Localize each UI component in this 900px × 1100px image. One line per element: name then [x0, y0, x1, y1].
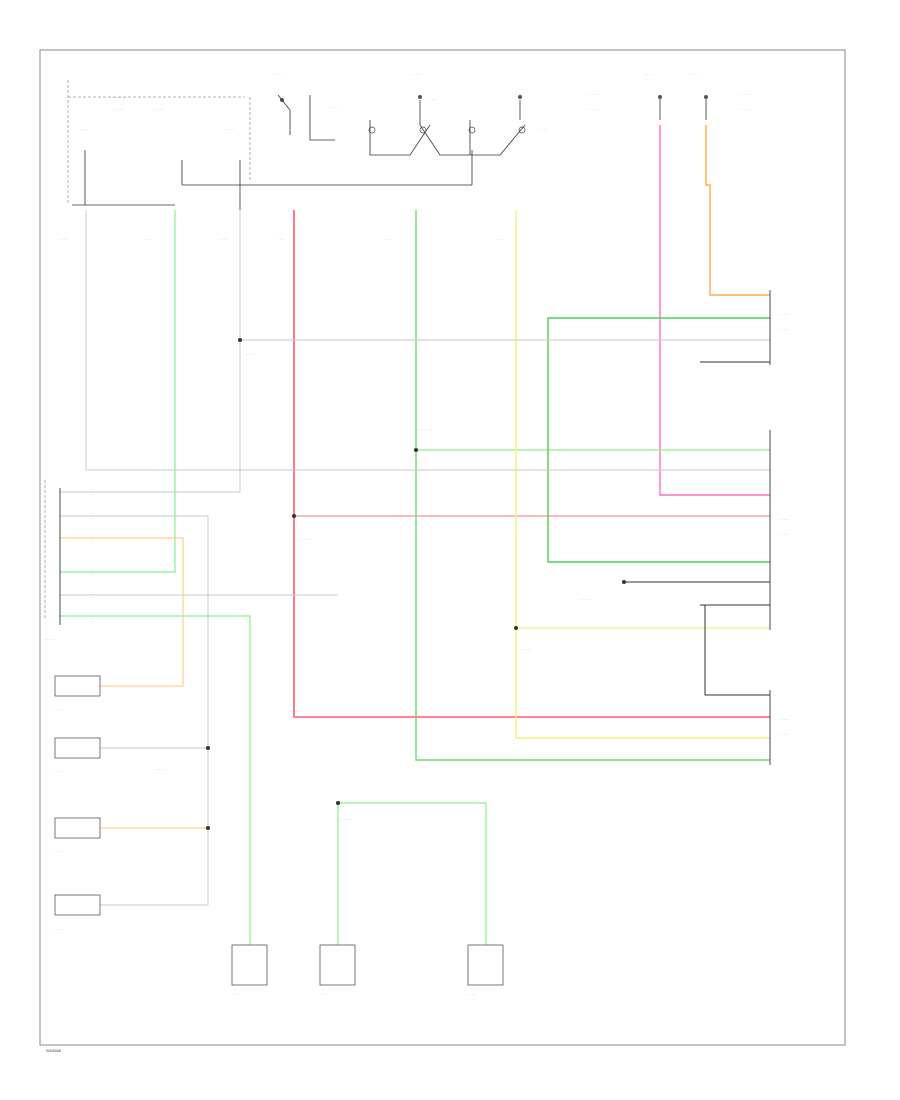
svg-text:. . . . . .: . . . . . .	[740, 107, 751, 111]
wire-lt-orange	[60, 537, 208, 829]
svg-text:. .: . .	[90, 616, 93, 620]
trailer-connectors: . . . . . . . . . . . . . . . . . . . . …	[769, 290, 789, 765]
svg-text:. . . .: . . . .	[690, 72, 697, 76]
svg-text:. . . . . . .: . . . . . . .	[418, 427, 431, 431]
svg-text:. . . . .: . . . . .	[780, 532, 789, 536]
svg-text:. . . .: . . . .	[468, 992, 475, 996]
flasher-relays: . . . . . . . . . . . . . . . . . . . . …	[272, 72, 547, 156]
wire-pink	[659, 125, 770, 496]
svg-text:. . . .: . . . .	[55, 707, 62, 711]
svg-text:. . . . .: . . . . .	[412, 72, 421, 76]
fuse-block: . . . . . . . . . . . . . . . . . . . . …	[588, 72, 751, 120]
svg-text:. . . .: . . . .	[385, 237, 392, 241]
left-lamps: . . . . . . . . . . . . . . . .	[54, 675, 101, 931]
svg-text:. . . . . . . .: . . . . . . . .	[110, 94, 127, 99]
svg-text:. . . . . .: . . . . . .	[580, 597, 591, 601]
svg-text:. . . . .: . . . . .	[272, 72, 281, 76]
wire-green-loop	[547, 317, 770, 563]
svg-text:. . . . .: . . . . .	[45, 637, 54, 641]
svg-text:. .: . .	[90, 538, 93, 542]
wire-gray	[60, 210, 770, 906]
svg-text:. . . . . .: . . . . . .	[520, 647, 531, 651]
wire-green-left	[60, 210, 176, 573]
svg-text:. . . . .: . . . . .	[780, 327, 789, 331]
svg-text:. . .: . . .	[278, 237, 283, 241]
svg-text:. . . .: . . . .	[645, 72, 652, 76]
svg-text:. . . .: . . . .	[430, 97, 437, 101]
wire-green-main	[415, 210, 770, 761]
wire-orange	[705, 125, 770, 296]
svg-text:. . . .: . . . .	[55, 769, 62, 773]
svg-text:. . . .: . . . .	[155, 106, 163, 111]
svg-text:. . . . .: . . . . .	[780, 517, 789, 521]
svg-text:. . . . . .: . . . . . .	[300, 537, 311, 541]
wire-green-bottom	[60, 615, 487, 945]
wire-red	[293, 210, 770, 718]
svg-text:. . . .: . . . .	[330, 105, 337, 109]
svg-text:. . . .: . . . .	[80, 126, 88, 131]
svg-text:. . . .: . . . .	[225, 126, 233, 131]
diagram-border	[39, 49, 846, 1046]
svg-text:. . . .: . . . .	[540, 127, 547, 131]
svg-text:. . . .: . . . .	[60, 237, 67, 241]
svg-text:. . . . . .: . . . . . .	[340, 817, 351, 821]
svg-text:. .: . .	[90, 572, 93, 576]
svg-text:. . . .: . . . .	[232, 992, 239, 996]
svg-text:. . . . .: . . . . .	[245, 352, 254, 356]
svg-text:. . . .: . . . .	[320, 992, 327, 996]
misc-labels: . . . . . . . . . . . . . . . . . . . . …	[155, 352, 591, 821]
svg-text:. . . .: . . . .	[55, 927, 62, 931]
svg-text:. . . .: . . . .	[115, 106, 123, 111]
svg-text:. . .: . . .	[498, 237, 503, 241]
svg-text:. . . . .: . . . . .	[780, 732, 789, 736]
svg-text:. . . . . .: . . . . . .	[155, 767, 166, 771]
svg-text:. . . . . .: . . . . . .	[588, 92, 599, 96]
svg-text:. . . .: . . . .	[145, 237, 152, 241]
diagram-id: W04568	[46, 1048, 62, 1053]
splice-points	[206, 338, 626, 830]
top-connectors: . . . . . . . . . . . . . . . . . . . . …	[60, 237, 503, 241]
svg-text:. . . . .: . . . . .	[780, 312, 789, 316]
svg-text:. . . .: . . . .	[55, 849, 62, 853]
svg-text:. . . . . .: . . . . . .	[588, 107, 599, 111]
svg-text:. .: . .	[90, 595, 93, 599]
svg-text:. . . .: . . . .	[220, 237, 227, 241]
headlamp-switch: . . . . . . . . . . . . . . . . .	[44, 480, 93, 641]
bottom-lamps: . . . . . . . . . . . .	[231, 944, 504, 996]
svg-text:. . . . . .: . . . . . .	[740, 92, 751, 96]
svg-text:. .: . .	[90, 516, 93, 520]
svg-text:. .: . .	[90, 492, 93, 496]
front-electrical-module: . . . . . . . . . . . . . . . . . . . . …	[67, 80, 473, 210]
wire-black	[624, 361, 770, 696]
svg-text:. . . . .: . . . . .	[780, 717, 789, 721]
wire-yellow	[515, 210, 770, 739]
svg-text:. . . . .: . . . . .	[512, 92, 521, 96]
